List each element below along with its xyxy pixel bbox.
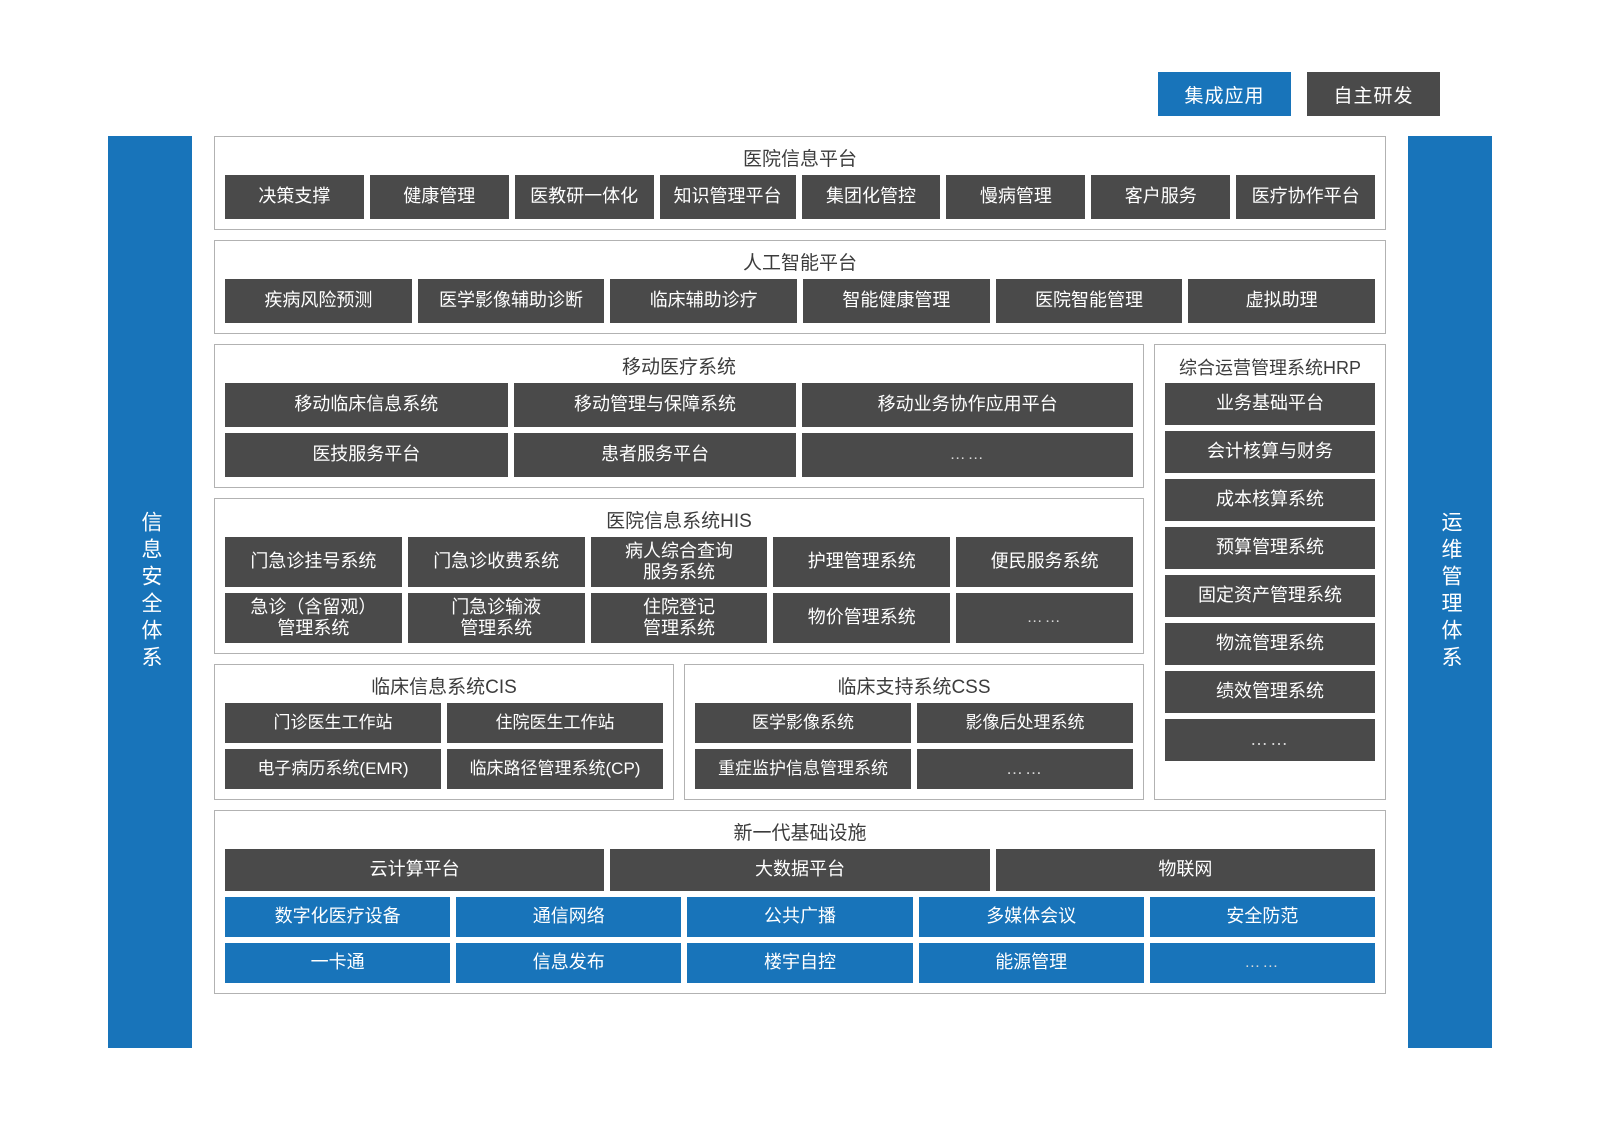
- middle-band: 移动医疗系统 移动临床信息系统 移动管理与保障系统 移动业务协作应用平台 医技服…: [214, 344, 1386, 800]
- panel-title-mobile: 移动医疗系统: [621, 357, 736, 378]
- infra-item[interactable]: 能源管理: [918, 943, 1144, 983]
- ai-item[interactable]: 医院智能管理: [995, 279, 1183, 323]
- cis-item[interactable]: 临床路径管理系统(CP): [447, 749, 663, 789]
- css-item[interactable]: 影像后处理系统: [917, 703, 1133, 743]
- sidebar-operation-maintenance: 运维管理体系: [1408, 136, 1492, 1048]
- panel-hospital-information-platform: 医院信息平台 决策支撑 健康管理 医教研一体化 知识管理平台 集团化管控 慢病管…: [214, 136, 1386, 230]
- ai-item[interactable]: 智能健康管理: [803, 279, 990, 323]
- panel-title-his: 医院信息系统HIS: [606, 511, 752, 532]
- hrp-column: 综合运营管理系统HRP 业务基础平台 会计核算与财务 成本核算系统 预算管理系统…: [1154, 344, 1386, 800]
- hrp-item[interactable]: 绩效管理系统: [1165, 671, 1375, 713]
- hrp-item[interactable]: 会计核算与财务: [1165, 431, 1375, 473]
- hip-item[interactable]: 健康管理: [369, 175, 509, 219]
- infra-row-a: 数字化医疗设备 通信网络 公共广播 多媒体会议 安全防范: [225, 897, 1375, 937]
- hip-item[interactable]: 客户服务: [1091, 175, 1231, 219]
- panel-mobile-medical: 移动医疗系统 移动临床信息系统 移动管理与保障系统 移动业务协作应用平台 医技服…: [214, 344, 1144, 488]
- his-item[interactable]: 门急诊挂号系统: [225, 537, 402, 587]
- his-grid: 门急诊挂号系统 门急诊收费系统 病人综合查询 服务系统 护理管理系统 便民服务系…: [225, 537, 1133, 643]
- css-item-more[interactable]: ……: [917, 749, 1133, 789]
- infra-item[interactable]: 通信网络: [456, 897, 682, 937]
- mobile-item-more[interactable]: ……: [802, 433, 1133, 477]
- clinical-sub-band: 临床信息系统CIS 门诊医生工作站 住院医生工作站 电子病历系统(EMR) 临床…: [214, 664, 1144, 800]
- his-item[interactable]: 急诊（含留观） 管理系统: [225, 593, 402, 643]
- cis-grid: 门诊医生工作站 住院医生工作站 电子病历系统(EMR) 临床路径管理系统(CP): [225, 703, 663, 789]
- infra-platform-item[interactable]: 云计算平台: [225, 849, 605, 891]
- panel-infrastructure: 新一代基础设施 云计算平台 大数据平台 物联网 数字化医疗设备 通信网络 公共广…: [214, 810, 1386, 994]
- panel-css: 临床支持系统CSS 医学影像系统 影像后处理系统 重症监护信息管理系统 ……: [684, 664, 1144, 800]
- panel-title-hrp: 综合运营管理系统HRP: [1178, 358, 1361, 378]
- middle-left-stack: 移动医疗系统 移动临床信息系统 移动管理与保障系统 移动业务协作应用平台 医技服…: [214, 344, 1144, 800]
- legend-in-house-dev[interactable]: 自主研发: [1307, 72, 1440, 116]
- legend: 集成应用 自主研发: [1158, 72, 1440, 116]
- infra-item[interactable]: 安全防范: [1149, 897, 1375, 937]
- hrp-item[interactable]: 物流管理系统: [1165, 623, 1375, 665]
- his-item[interactable]: 门急诊收费系统: [407, 537, 585, 587]
- cis-item[interactable]: 住院医生工作站: [447, 703, 663, 743]
- panel-hrp: 综合运营管理系统HRP 业务基础平台 会计核算与财务 成本核算系统 预算管理系统…: [1154, 344, 1386, 800]
- cis-item[interactable]: 门诊医生工作站: [225, 703, 441, 743]
- infra-platform-item[interactable]: 物联网: [995, 849, 1375, 891]
- ai-grid: 疾病风险预测 医学影像辅助诊断 临床辅助诊疗 智能健康管理 医院智能管理 虚拟助…: [225, 279, 1375, 323]
- infra-item[interactable]: 楼宇自控: [687, 943, 913, 983]
- his-item[interactable]: 便民服务系统: [956, 537, 1133, 587]
- panel-title-cis: 临床信息系统CIS: [371, 677, 517, 698]
- ai-item[interactable]: 医学影像辅助诊断: [417, 279, 605, 323]
- infra-item[interactable]: 数字化医疗设备: [225, 897, 451, 937]
- infra-item[interactable]: 信息发布: [456, 943, 682, 983]
- his-item-more[interactable]: ……: [956, 593, 1133, 643]
- his-item[interactable]: 住院登记 管理系统: [590, 593, 768, 643]
- infra-platform-item[interactable]: 大数据平台: [610, 849, 990, 891]
- cis-item[interactable]: 电子病历系统(EMR): [225, 749, 441, 789]
- ai-item[interactable]: 疾病风险预测: [225, 279, 412, 323]
- hip-item[interactable]: 医疗协作平台: [1236, 175, 1375, 219]
- hip-item[interactable]: 知识管理平台: [659, 175, 796, 219]
- panel-title-css: 临床支持系统CSS: [837, 677, 991, 698]
- mobile-item[interactable]: 移动业务协作应用平台: [802, 383, 1133, 427]
- center-column: 医院信息平台 决策支撑 健康管理 医教研一体化 知识管理平台 集团化管控 慢病管…: [214, 136, 1386, 1048]
- css-grid: 医学影像系统 影像后处理系统 重症监护信息管理系统 ……: [695, 703, 1133, 789]
- infra-row-b: 一卡通 信息发布 楼宇自控 能源管理 ……: [225, 943, 1375, 983]
- hip-item[interactable]: 集团化管控: [801, 175, 941, 219]
- his-item[interactable]: 护理管理系统: [773, 537, 951, 587]
- mobile-item[interactable]: 患者服务平台: [513, 433, 797, 477]
- panel-cis: 临床信息系统CIS 门诊医生工作站 住院医生工作站 电子病历系统(EMR) 临床…: [214, 664, 674, 800]
- panel-ai-platform: 人工智能平台 疾病风险预测 医学影像辅助诊断 临床辅助诊疗 智能健康管理 医院智…: [214, 240, 1386, 334]
- hrp-stack: 业务基础平台 会计核算与财务 成本核算系统 预算管理系统 固定资产管理系统 物流…: [1165, 383, 1375, 789]
- his-item[interactable]: 门急诊输液 管理系统: [407, 593, 585, 643]
- mobile-grid: 移动临床信息系统 移动管理与保障系统 移动业务协作应用平台 医技服务平台 患者服…: [225, 383, 1133, 477]
- diagram-board: 信息安全体系 医院信息平台 决策支撑 健康管理 医教研一体化 知识管理平台 集团…: [108, 136, 1492, 1048]
- his-item[interactable]: 物价管理系统: [773, 593, 951, 643]
- hrp-item[interactable]: 成本核算系统: [1165, 479, 1375, 521]
- ai-item[interactable]: 临床辅助诊疗: [610, 279, 797, 323]
- mobile-item[interactable]: 医技服务平台: [225, 433, 508, 477]
- hip-item[interactable]: 决策支撑: [225, 175, 364, 219]
- hrp-item-more[interactable]: ……: [1165, 719, 1375, 761]
- infra-item[interactable]: 公共广播: [687, 897, 913, 937]
- mobile-item[interactable]: 移动管理与保障系统: [513, 383, 797, 427]
- infra-item[interactable]: 多媒体会议: [918, 897, 1144, 937]
- infra-platform-grid: 云计算平台 大数据平台 物联网: [225, 849, 1375, 891]
- hrp-item[interactable]: 业务基础平台: [1165, 383, 1375, 425]
- his-item[interactable]: 病人综合查询 服务系统: [590, 537, 768, 587]
- hip-grid: 决策支撑 健康管理 医教研一体化 知识管理平台 集团化管控 慢病管理 客户服务 …: [225, 175, 1375, 219]
- legend-integrated-app[interactable]: 集成应用: [1158, 72, 1291, 116]
- hip-item[interactable]: 医教研一体化: [514, 175, 654, 219]
- sidebar-information-security: 信息安全体系: [108, 136, 192, 1048]
- css-item[interactable]: 医学影像系统: [695, 703, 911, 743]
- panel-his: 医院信息系统HIS 门急诊挂号系统 门急诊收费系统 病人综合查询 服务系统 护理…: [214, 498, 1144, 654]
- panel-title-ai: 人工智能平台: [742, 253, 857, 274]
- css-item[interactable]: 重症监护信息管理系统: [695, 749, 911, 789]
- mobile-item[interactable]: 移动临床信息系统: [225, 383, 508, 427]
- hrp-item[interactable]: 预算管理系统: [1165, 527, 1375, 569]
- hrp-item[interactable]: 固定资产管理系统: [1165, 575, 1375, 617]
- ai-item[interactable]: 虚拟助理: [1188, 279, 1375, 323]
- panel-title-infrastructure: 新一代基础设施: [733, 823, 867, 844]
- infra-item[interactable]: 一卡通: [225, 943, 451, 983]
- hip-item[interactable]: 慢病管理: [946, 175, 1086, 219]
- panel-title-hip: 医院信息平台: [742, 149, 857, 170]
- infra-item-more[interactable]: ……: [1149, 943, 1375, 983]
